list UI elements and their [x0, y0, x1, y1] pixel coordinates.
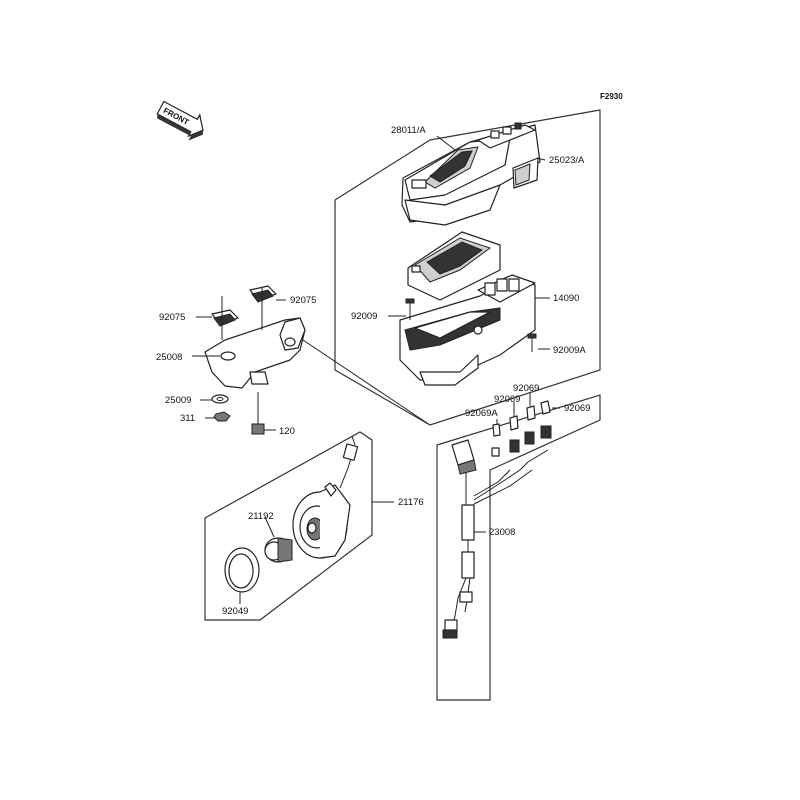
knob	[264, 537, 293, 563]
grommet-left	[211, 309, 239, 327]
label-21176: 21176	[398, 497, 424, 508]
label-120: 120	[279, 426, 295, 437]
grommet-right	[249, 285, 277, 303]
meter-display-module	[407, 231, 501, 301]
label-28011a: 28011/A	[391, 125, 426, 136]
meter-assembly-frame	[299, 109, 601, 426]
front-arrow-icon: FRONT	[156, 100, 204, 141]
figure-code: F2930	[600, 92, 623, 101]
speedometer-body	[292, 482, 351, 559]
label-25009: 25009	[165, 395, 191, 406]
label-21192: 21192	[248, 511, 274, 522]
nut	[213, 411, 231, 422]
label-14090: 14090	[553, 293, 579, 304]
meter-case-lower	[399, 274, 536, 386]
bolt	[251, 392, 265, 435]
label-92009: 92009	[351, 311, 377, 322]
speedo-assembly-frame	[204, 431, 373, 621]
bulb-socket-92069-2	[524, 405, 536, 445]
label-311: 311	[180, 413, 195, 424]
ring	[224, 547, 260, 593]
label-23008: 23008	[489, 527, 515, 538]
label-92069-2: 92069	[513, 383, 539, 394]
screw-92009	[405, 298, 415, 320]
label-92069a: 92069A	[465, 408, 498, 419]
label-92069-3: 92069	[564, 403, 590, 414]
label-92069-1: 92069	[494, 394, 520, 405]
bracket	[204, 288, 306, 389]
meter-case-cover	[512, 157, 539, 189]
label-25023a: 25023/A	[549, 155, 585, 166]
bulb-socket-92069-3	[540, 400, 552, 439]
speedometer-cable-connector	[339, 435, 359, 489]
bulb-socket-92069-1	[509, 415, 520, 453]
leader-lines	[192, 135, 560, 604]
screw-92009a	[527, 333, 537, 352]
harness-frame	[436, 394, 601, 701]
wire-harness	[442, 439, 549, 639]
label-92049: 92049	[222, 606, 248, 617]
label-92075-right: 92075	[290, 295, 316, 306]
label-25008: 25008	[156, 352, 182, 363]
bulb-socket-92069a	[491, 423, 501, 457]
washer	[211, 394, 229, 404]
label-92009a: 92009A	[553, 345, 586, 356]
meter-case-upper	[401, 122, 541, 226]
label-92075-left: 92075	[159, 312, 185, 323]
